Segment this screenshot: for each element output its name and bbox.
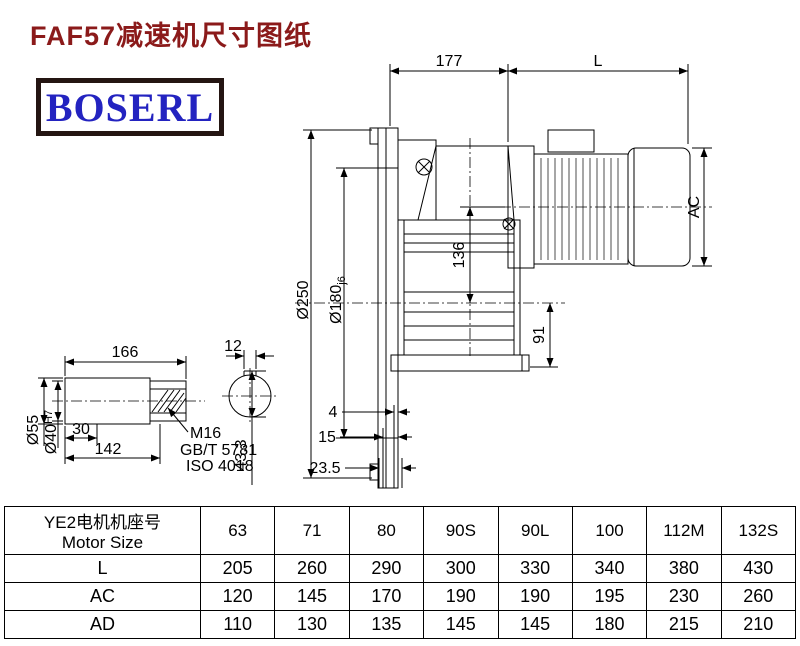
dim-text-177: 177 — [436, 53, 463, 70]
dim-4: 4 — [329, 404, 410, 421]
motor — [507, 129, 691, 269]
dim-text-L: L — [594, 53, 603, 70]
dim-text-40: Ø40H7 — [43, 410, 60, 454]
dim-text-166: 166 — [112, 344, 139, 361]
table-cell: 63 — [199, 506, 276, 555]
dim-AC: AC — [686, 147, 712, 267]
table-cell: 260 — [720, 582, 797, 611]
dim-250: Ø250 — [295, 129, 372, 479]
dim-136: 136 — [451, 206, 505, 303]
table-cell: 90L — [497, 506, 573, 555]
brand-logo-text: BOSERL — [45, 84, 215, 130]
dim-text-43-3: 43.3 — [233, 439, 250, 470]
fan-cowl — [627, 147, 691, 267]
table-cell: 230 — [646, 582, 722, 611]
table-cell: 145 — [274, 582, 350, 611]
table-cell: 80 — [348, 506, 425, 555]
dim-15: 15 — [318, 429, 412, 446]
table-cell: 300 — [423, 554, 499, 583]
table-cell: 100 — [571, 506, 648, 555]
dim-text-136: 136 — [451, 242, 468, 269]
table-row-L: L 205 260 290 300 330 340 380 430 — [4, 554, 797, 583]
table-cell: 190 — [423, 582, 499, 611]
dim-166: 166 — [64, 344, 187, 379]
thread-callout: M16 GB/T 5781 ISO 4018 — [167, 407, 257, 475]
dim-L: L — [508, 53, 689, 144]
table-cell: 210 — [720, 610, 797, 639]
table-cell: 112M — [646, 506, 722, 555]
callout-iso-standard: ISO 4018 — [186, 458, 254, 475]
table-cell: 110 — [199, 610, 276, 639]
table-cell: 190 — [497, 582, 573, 611]
table-cell: 145 — [423, 610, 499, 639]
dim-text-250: Ø250 — [295, 280, 312, 319]
dim-23-5: 23.5 — [309, 460, 416, 477]
table-cell: 145 — [497, 610, 573, 639]
page-title: FAF57减速机尺寸图纸 — [30, 21, 313, 51]
table-cell: 180 — [571, 610, 648, 639]
dim-text-30: 30 — [72, 421, 90, 438]
callout-gb-standard: GB/T 5781 — [180, 442, 257, 459]
dim-40: Ø40H7 — [43, 380, 63, 454]
table-cell: 330 — [497, 554, 573, 583]
table-cell: 290 — [348, 554, 425, 583]
dim-180: Ø180j6 — [328, 167, 378, 439]
terminal-box — [547, 129, 595, 153]
dim-text-91: 91 — [531, 326, 548, 344]
table-cell: 205 — [199, 554, 276, 583]
dim-12: 12 — [224, 338, 274, 369]
motor-dimension-table: YE2电机机座号 Motor Size 63 71 80 90S 90L 100… — [4, 506, 797, 639]
row-label: AC — [4, 582, 201, 611]
table-cell: 195 — [571, 582, 648, 611]
gearbox-dimension-drawing: 177 L AC Ø250 Ø180j6 136 91 — [25, 53, 712, 489]
table-row-AC: AC 120 145 170 190 190 195 230 260 — [4, 582, 797, 611]
brand-logo-box: BOSERL — [36, 78, 224, 136]
table-cell: 260 — [274, 554, 350, 583]
table-cell: 130 — [274, 610, 350, 639]
table-cell: 71 — [274, 506, 350, 555]
table-header-row: YE2电机机座号 Motor Size 63 71 80 90S 90L 100… — [4, 506, 797, 555]
dim-177: 177 — [389, 53, 509, 142]
dim-text-12: 12 — [224, 338, 242, 355]
shaft-detail — [64, 377, 187, 425]
callout-m16: M16 — [190, 425, 221, 442]
dim-text-180: Ø180j6 — [328, 276, 348, 324]
dim-text-23-5: 23.5 — [309, 460, 340, 477]
table-cell: 380 — [646, 554, 722, 583]
dim-142: 142 — [64, 424, 161, 464]
table-header-motor-size: YE2电机机座号 Motor Size — [4, 506, 201, 555]
dim-43-3: 43.3 — [233, 370, 266, 485]
table-cell: 430 — [720, 554, 797, 583]
dim-text-55: Ø55 — [25, 415, 42, 445]
table-row-AD: AD 110 130 135 145 145 180 215 210 — [4, 610, 797, 639]
dim-text-4: 4 — [329, 404, 338, 421]
dim-text-142: 142 — [95, 441, 122, 458]
dim-55: Ø55 — [25, 377, 63, 446]
table-cell: 215 — [646, 610, 722, 639]
row-label: L — [4, 554, 201, 583]
table-cell: 132S — [720, 506, 797, 555]
gearbox-housing — [390, 139, 530, 372]
dim-30: 30 — [64, 421, 98, 444]
dim-91: 91 — [530, 303, 558, 368]
table-cell: 340 — [571, 554, 648, 583]
dim-text-15: 15 — [318, 429, 336, 446]
row-label: AD — [4, 610, 201, 639]
dim-text-AC: AC — [686, 196, 703, 218]
table-cell: 90S — [423, 506, 499, 555]
table-cell: 135 — [348, 610, 425, 639]
table-cell: 170 — [348, 582, 425, 611]
table-cell: 120 — [199, 582, 276, 611]
output-flange — [369, 127, 403, 489]
